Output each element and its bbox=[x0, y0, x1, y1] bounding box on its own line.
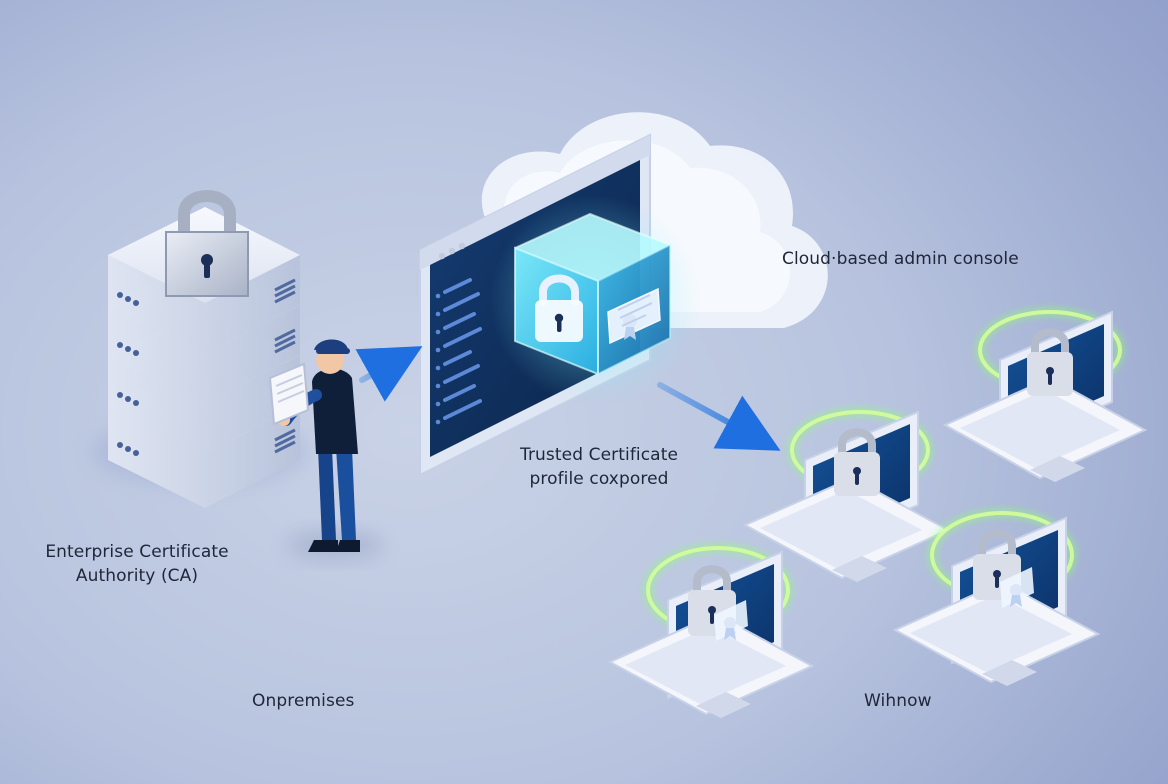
cloud-console-label: Cloud·based admin console bbox=[782, 249, 1019, 269]
ca-label-line1: Enterprise Certificate bbox=[45, 542, 229, 562]
person-icon bbox=[278, 339, 383, 559]
padlock-icon bbox=[1027, 328, 1073, 396]
profile-label: Trusted Certificate profile coxpored bbox=[510, 443, 688, 491]
ca-label: Enterprise Certificate Authority (CA) bbox=[42, 540, 232, 588]
padlock-icon bbox=[165, 190, 249, 297]
laptop-icon bbox=[942, 307, 1148, 482]
profile-label-line1: Trusted Certificate bbox=[519, 445, 679, 465]
laptop-icon bbox=[607, 543, 815, 718]
document-icon bbox=[268, 362, 310, 426]
onpremises-label: Onpremises bbox=[252, 691, 355, 711]
padlock-icon bbox=[535, 274, 583, 342]
profile-label-line2: profile coxpored bbox=[529, 469, 669, 489]
windows-label: Wihnow bbox=[864, 691, 932, 711]
ca-label-line2: Authority (CA) bbox=[75, 566, 199, 586]
padlock-icon bbox=[834, 428, 880, 496]
arrow-icon bbox=[355, 346, 423, 402]
certificate-icon bbox=[714, 600, 748, 641]
arrow-icon bbox=[657, 382, 781, 451]
certificate-icon bbox=[607, 287, 661, 345]
certificate-icon bbox=[1000, 567, 1034, 608]
